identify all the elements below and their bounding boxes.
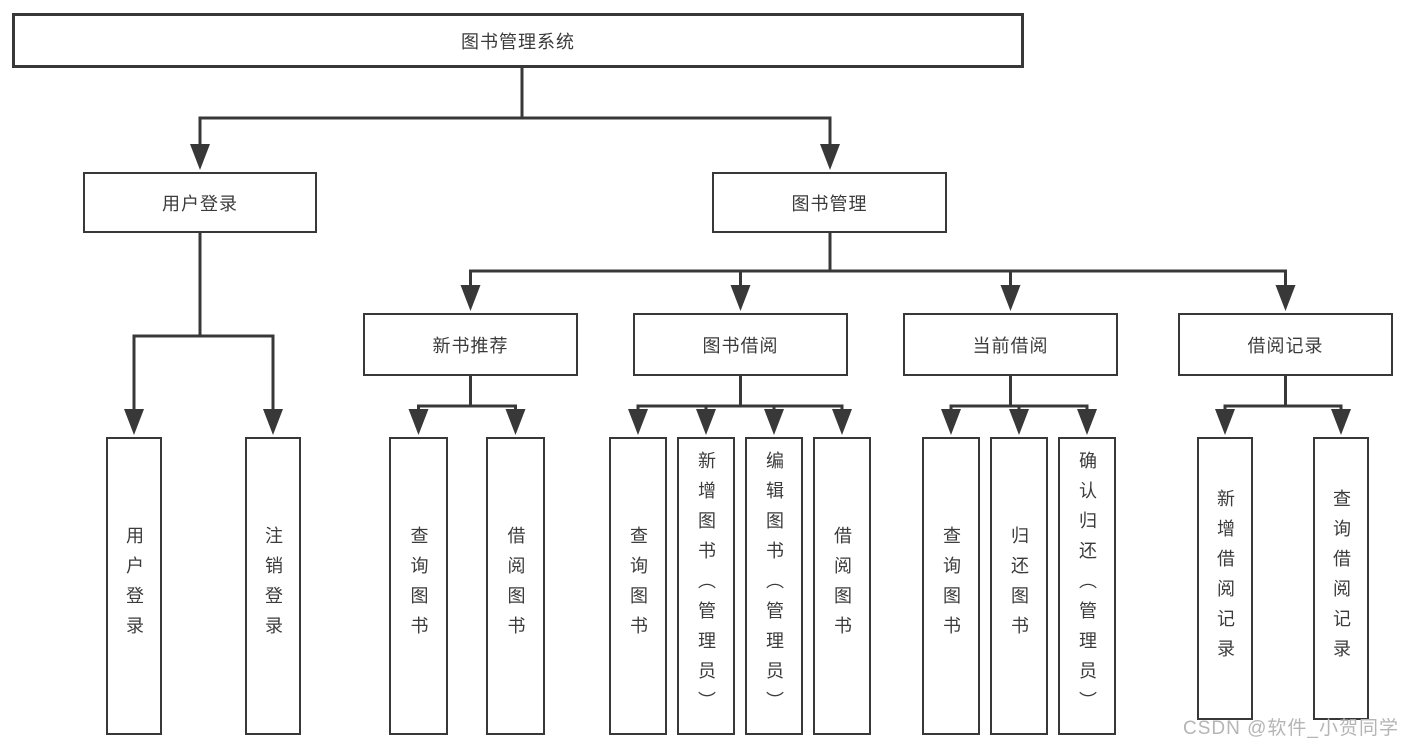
leaf-label: 新增借阅记录 <box>1215 488 1235 669</box>
leaf-label: 查询图书 <box>941 526 961 646</box>
leaf-query-books: 查询图书 <box>389 437 448 735</box>
node-label: 当前借阅 <box>972 335 1049 356</box>
leaf-add-books-admin: 新增图书（管理员） <box>677 437 735 735</box>
node-new-book-recommendation: 新书推荐 <box>363 313 578 376</box>
leaf-logout: 注销登录 <box>245 437 301 735</box>
csdn-watermark: CSDN @软件_小贺同学 <box>1183 718 1399 739</box>
node-label: 借阅记录 <box>1247 335 1324 356</box>
leaf-label: 查询图书 <box>408 526 429 646</box>
leaf-borrow-books: 借阅图书 <box>486 437 545 735</box>
leaf-query-books: 查询图书 <box>922 437 980 735</box>
leaf-label: 借阅图书 <box>505 526 526 646</box>
leaf-query-borrow-record: 查询借阅记录 <box>1313 437 1369 720</box>
leaf-label: 查询图书 <box>628 526 648 646</box>
leaf-user-login: 用户登录 <box>106 437 162 735</box>
leaf-confirm-return-admin: 确认归还（管理员） <box>1058 437 1116 735</box>
leaf-label: 新增图书（管理员） <box>696 451 716 721</box>
leaf-borrow-books: 借阅图书 <box>813 437 871 735</box>
node-book-borrowing: 图书借阅 <box>633 313 848 376</box>
leaf-add-borrow-record: 新增借阅记录 <box>1197 437 1253 720</box>
leaf-query-books: 查询图书 <box>609 437 667 735</box>
leaf-label: 用户登录 <box>124 526 144 646</box>
node-borrowing-records: 借阅记录 <box>1178 313 1393 376</box>
leaf-label: 注销登录 <box>263 526 283 646</box>
leaf-return-books: 归还图书 <box>990 437 1048 735</box>
leaf-edit-books-admin: 编辑图书（管理员） <box>745 437 803 735</box>
node-library-management-system: 图书管理系统 <box>12 13 1024 68</box>
node-label: 新书推荐 <box>432 335 509 356</box>
node-label: 用户登录 <box>162 193 238 214</box>
leaf-label: 编辑图书（管理员） <box>764 451 784 721</box>
node-user-login: 用户登录 <box>83 172 317 233</box>
node-book-management: 图书管理 <box>712 172 947 233</box>
node-current-borrowing: 当前借阅 <box>903 313 1118 376</box>
leaf-label: 确认归还（管理员） <box>1077 451 1097 721</box>
leaf-label: 借阅图书 <box>832 526 852 646</box>
leaf-label: 查询借阅记录 <box>1331 488 1351 669</box>
leaf-label: 归还图书 <box>1009 526 1029 646</box>
node-label: 图书管理 <box>791 193 868 214</box>
node-label: 图书借阅 <box>702 335 779 356</box>
node-label: 图书管理系统 <box>461 31 575 52</box>
